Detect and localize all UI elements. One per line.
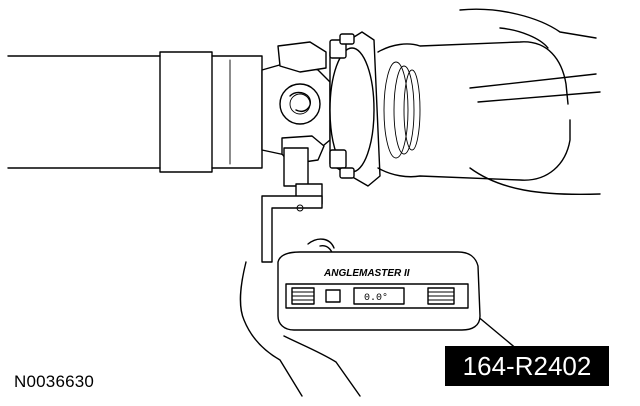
- axle-housing: [377, 8, 601, 196]
- pinion-flange: [329, 31, 381, 187]
- universal-joint: [261, 41, 331, 165]
- gauge-brand-label: ANGLEMASTER II: [323, 268, 410, 279]
- document-id-label: N0036630: [14, 372, 95, 391]
- angle-gauge: ANGLEMASTER II 0.0°: [277, 251, 481, 331]
- gauge-reading: 0.0°: [364, 292, 388, 304]
- gauge-bracket: [261, 147, 323, 263]
- gauge-display: [353, 287, 405, 305]
- gauge-button: [325, 289, 341, 303]
- reference-code-badge: 164-R2402: [445, 346, 609, 386]
- driveshaft-tube: [7, 51, 263, 173]
